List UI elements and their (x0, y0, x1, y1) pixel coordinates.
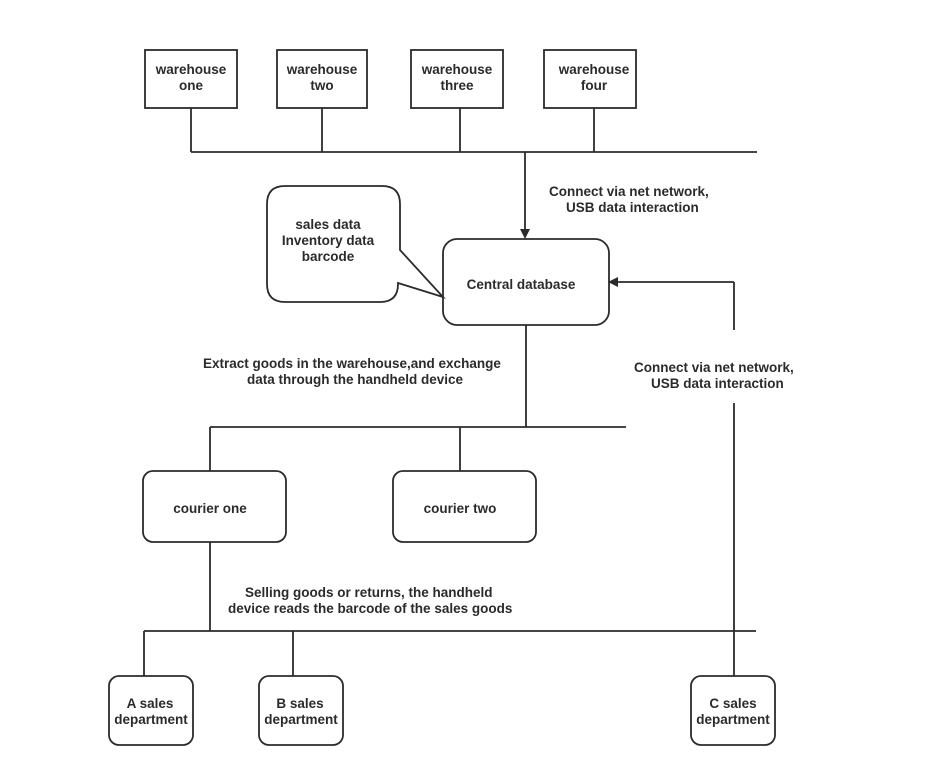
central-database-node: Central database (442, 238, 610, 326)
b-sales-department-node: B sales department (258, 675, 344, 746)
warehouse-bus (190, 108, 757, 153)
courier-two-label: courier two (424, 501, 497, 516)
central-database-label: Central database (467, 277, 576, 292)
courier-one-label: courier one (173, 501, 247, 516)
warehouse-one-label-2: one (179, 78, 203, 93)
warehouse-four-node: warehouse four (543, 49, 637, 109)
right-connect-note-line-2: USB data interaction (651, 376, 784, 391)
courier-two-node: courier two (392, 470, 537, 543)
courier-bus (209, 426, 626, 471)
callout-inventory-data: Inventory data (282, 233, 375, 248)
warehouse-three-label-2: three (440, 78, 474, 93)
warehouse-two-label-1: warehouse (286, 62, 358, 77)
selling-note-line-1: Selling goods or returns, the handheld (245, 585, 493, 600)
data-callout: sales data Inventory data barcode (266, 185, 446, 303)
top-connect-note-line-2: USB data interaction (566, 200, 699, 215)
warehouse-two-label-2: two (310, 78, 333, 93)
a-sales-label-2: department (114, 712, 188, 727)
a-sales-label-1: A sales (127, 696, 174, 711)
warehouse-two-node: warehouse two (276, 49, 368, 109)
top-connect-note-line-1: Connect via net network, (549, 184, 709, 199)
c-sales-label-2: department (696, 712, 770, 727)
warehouse-three-label-1: warehouse (421, 62, 493, 77)
warehouse-three-node: warehouse three (410, 49, 504, 109)
sales-bus (143, 630, 756, 676)
right-connect-note-line-1: Connect via net network, (634, 360, 794, 375)
warehouse-four-label-2: four (581, 78, 608, 93)
extract-note-line-1: Extract goods in the warehouse,and excha… (203, 356, 501, 371)
warehouse-four-label-1: warehouse (558, 62, 630, 77)
selling-note-line-2: device reads the barcode of the sales go… (228, 601, 512, 616)
a-sales-department-node: A sales department (108, 675, 194, 746)
b-sales-label-1: B sales (276, 696, 323, 711)
warehouse-one-label-1: warehouse (155, 62, 227, 77)
callout-barcode: barcode (302, 249, 355, 264)
b-sales-label-2: department (264, 712, 338, 727)
callout-sales-data: sales data (295, 217, 361, 232)
c-sales-department-node: C sales department (690, 675, 776, 746)
courier-one-node: courier one (142, 470, 287, 543)
c-sales-label-1: C sales (709, 696, 756, 711)
warehouse-one-node: warehouse one (144, 49, 238, 109)
extract-note-line-2: data through the handheld device (247, 372, 464, 387)
